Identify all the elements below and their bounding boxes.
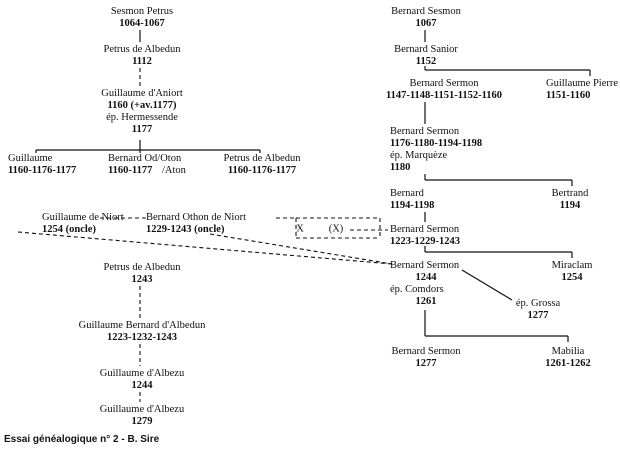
node-bernard-od-oton: Bernard Od/Oton 1160-1177 [108, 153, 182, 176]
node-bernard-sermon-1277: Bernard Sermon 1277 [391, 346, 461, 369]
node-bernard-sanior: Bernard Sanior 1152 [394, 44, 458, 67]
node-mabilia: Mabilia 1261-1262 [545, 346, 591, 369]
node-petrus-albedun-1160: Petrus de Albedun 1160-1176-1177 [223, 153, 301, 176]
node-guillaume-aniort: Guillaume d'Aniort 1160 (+av.1177) ép. H… [101, 88, 183, 135]
node-guillaume-niort: Guillaume de Niort 1254 (oncle) [42, 212, 124, 235]
node-bernard-sermon-1244: Bernard Sermon 1244 ép. Comdors 1261 [390, 260, 460, 307]
node-guillaume-albezu-1244: Guillaume d'Albezu 1244 [99, 368, 185, 391]
node-bernard-1194: Bernard 1194-1198 [390, 188, 435, 211]
node-guillaume-bernard-albedun: Guillaume Bernard d'Albedun 1223-1232-12… [78, 320, 206, 343]
link-sermon1244-grossa [461, 269, 513, 301]
node-guillaume-1160: Guillaume 1160-1176-1177 [8, 153, 77, 176]
note-aton: /Aton [162, 165, 186, 176]
node-guillaume-albezu-1279: Guillaume d'Albezu 1279 [99, 404, 185, 427]
node-bernard-sesmon-1067: Bernard Sesmon 1067 [391, 6, 461, 29]
node-guillaume-pierre: Guillaume Pierre 1151-1160 [546, 78, 619, 101]
link-othon-sermon1244 [209, 233, 393, 265]
node-sesmon-petrus: Sesmon Petrus 1064-1067 [110, 6, 174, 29]
node-petrus-albedun-1243: Petrus de Albedun 1243 [103, 262, 181, 285]
marriage-mark-x-paren: (X) [328, 223, 344, 235]
marriage-mark-x: X [296, 223, 304, 235]
link-niort-sermon1244 [17, 231, 393, 265]
node-grossa: ép. Grossa 1277 [515, 298, 561, 321]
node-petrus-albedun-1112: Petrus de Albedun 1112 [103, 44, 181, 67]
node-bertrand: Bertrand 1194 [551, 188, 589, 211]
node-bernard-sermon-1223: Bernard Sermon 1223-1229-1243 [390, 224, 460, 247]
node-bernard-sermon-1176: Bernard Sermon 1176-1180-1194-1198 ép. M… [390, 126, 483, 173]
node-bernard-sermon-1147: Bernard Sermon 1147-1148-1151-1152-1160 [385, 78, 503, 101]
chart-caption: Essai généalogique n° 2 - B. Sire [4, 434, 160, 445]
node-miraclam: Miraclam 1254 [551, 260, 593, 283]
node-bernard-othon-niort: Bernard Othon de Niort 1229-1243 (oncle) [146, 212, 247, 235]
